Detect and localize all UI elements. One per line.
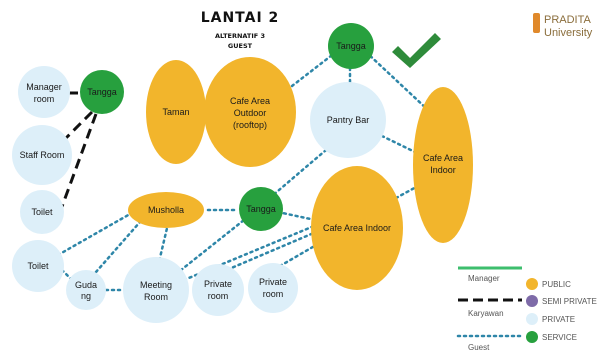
legend-semi-private-label: SEMI PRIVATE — [542, 297, 597, 306]
cafe-outdoor-label-1: Cafe Area — [230, 96, 270, 106]
link-cafe-center-indoor-right — [394, 184, 420, 200]
toilet-bottom-circle — [12, 240, 64, 292]
private-room-2-label-2: room — [263, 289, 284, 299]
legend-semi-private-swatch — [526, 295, 538, 307]
node-cafe-indoor-center: Cafe Area Indoor — [311, 166, 403, 290]
link-tangga-top-indoor-right — [364, 50, 430, 112]
cafe-indoor-center-ellipse — [311, 166, 403, 290]
toilet-bottom-label: Toilet — [27, 261, 49, 271]
pradita-logo: PRADITA University — [533, 13, 593, 39]
diagram-subtitle-alternative: ALTERNATIF 3 — [215, 32, 265, 40]
logo-line2: University — [544, 27, 593, 39]
cafe-indoor-right-label-1: Cafe Area — [423, 153, 463, 163]
cafe-indoor-right-ellipse — [413, 87, 473, 243]
legend-service-swatch — [526, 331, 538, 343]
private-room-2-label-1: Private — [259, 277, 287, 287]
legend-private-label: PRIVATE — [542, 315, 575, 324]
node-toilet-bottom: Toilet — [12, 240, 64, 292]
node-mushola: Musholla — [128, 192, 204, 228]
cafe-outdoor-label-2: Outdoor — [234, 108, 267, 118]
private-room-1-label-1: Private — [204, 279, 232, 289]
karyawan-connections — [58, 91, 98, 213]
tangga-mid-circle — [239, 187, 283, 231]
legend-guest-label: Guest — [468, 343, 490, 352]
node-private-room-2: Private room — [248, 263, 298, 313]
taman-label: Taman — [162, 107, 189, 117]
node-meeting-room: Meeting Room — [123, 257, 189, 323]
node-tangga-mid: Tangga — [239, 187, 283, 231]
gudang-label-2: ng — [81, 291, 91, 301]
toilet-top-circle — [20, 190, 64, 234]
legend: Manager Karyawan Guest PUBLIC SEMI PRIVA… — [456, 266, 597, 352]
node-taman: Taman — [146, 60, 206, 164]
manager-room-label-1: Manager — [26, 82, 62, 92]
legend-service-label: SERVICE — [542, 333, 577, 342]
mushola-label: Musholla — [148, 205, 184, 215]
legend-karyawan-label: Karyawan — [468, 309, 504, 318]
diagram-title: LANTAI 2 — [201, 10, 280, 26]
node-gudang: Guda ng — [66, 270, 106, 310]
tangga-left-label: Tangga — [87, 87, 117, 97]
link-tangga-mid-cafe-center — [276, 210, 317, 222]
gudang-circle — [66, 270, 106, 310]
meeting-room-circle — [123, 257, 189, 323]
tangga-top-label: Tangga — [336, 41, 366, 51]
mushola-ellipse — [128, 192, 204, 228]
meeting-room-label-1: Meeting — [140, 280, 172, 290]
legend-public-label: PUBLIC — [542, 280, 571, 289]
staff-room-label: Staff Room — [20, 150, 65, 160]
link-private2-cafe-center — [278, 242, 320, 268]
link-toilet-mushola — [56, 212, 132, 257]
toilet-top-label: Toilet — [31, 207, 53, 217]
link-tangga-staff — [64, 110, 94, 140]
legend-private-swatch — [526, 313, 538, 325]
link-pantry-tangga-mid — [270, 148, 328, 198]
pantry-bar-label: Pantry Bar — [327, 115, 370, 125]
checkmark-icon — [392, 33, 441, 68]
node-tangga-left: Tangga — [80, 70, 124, 114]
manager-room-circle — [18, 66, 70, 118]
gudang-label-1: Guda — [75, 280, 97, 290]
link-outdoor-tangga-top — [290, 50, 338, 88]
tangga-mid-label: Tangga — [246, 204, 276, 214]
tangga-left-circle — [80, 70, 124, 114]
node-staff-room: Staff Room — [12, 125, 72, 185]
legend-manager-label: Manager — [468, 274, 500, 283]
cafe-indoor-center-label: Cafe Area Indoor — [323, 223, 391, 233]
logo-line1: PRADITA — [544, 14, 592, 26]
staff-room-circle — [12, 125, 72, 185]
private-room-2-circle — [248, 263, 298, 313]
node-cafe-indoor-right: Cafe Area Indoor — [413, 87, 473, 243]
logo-mark-icon — [533, 13, 540, 33]
taman-ellipse — [146, 60, 206, 164]
pantry-bar-circle — [310, 82, 386, 158]
private-room-1-circle — [192, 264, 244, 316]
cafe-outdoor-label-3: (rooftop) — [233, 120, 267, 130]
legend-public-swatch — [526, 278, 538, 290]
diagram-subtitle-guest: GUEST — [228, 42, 253, 50]
cafe-outdoor-ellipse — [204, 57, 296, 167]
cafe-indoor-right-label-2: Indoor — [430, 165, 456, 175]
private-room-1-label-2: room — [208, 291, 229, 301]
link-private1-cafe-center — [220, 230, 318, 274]
tangga-top-circle — [328, 23, 374, 69]
link-pantry-indoor-right — [380, 134, 417, 154]
link-tangga-toilet — [58, 113, 98, 213]
node-private-room-1: Private room — [192, 264, 244, 316]
link-gudang-mushola — [94, 220, 142, 274]
node-tangga-top: Tangga — [328, 23, 374, 69]
node-cafe-outdoor: Cafe Area Outdoor (rooftop) — [204, 57, 296, 167]
node-pantry-bar: Pantry Bar — [310, 82, 386, 158]
node-toilet-top: Toilet — [20, 190, 64, 234]
node-manager-room: Manager room — [18, 66, 70, 118]
manager-room-label-2: room — [34, 94, 55, 104]
link-meeting-tangga-mid — [174, 218, 246, 276]
meeting-room-label-2: Room — [144, 292, 168, 302]
